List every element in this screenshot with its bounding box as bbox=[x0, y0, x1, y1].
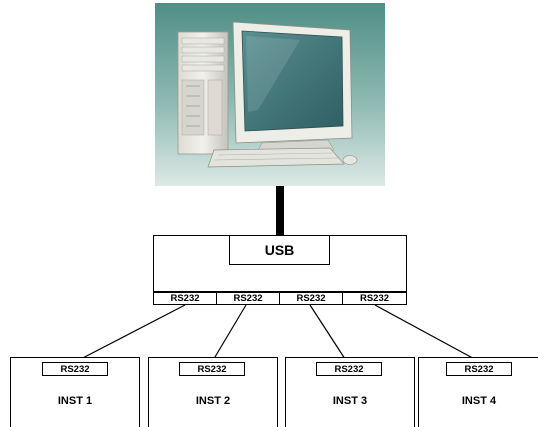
computer-photo bbox=[155, 3, 385, 186]
link-line-3 bbox=[309, 304, 348, 363]
hub-port-4: RS232 bbox=[342, 292, 407, 305]
instrument-name-1: INST 1 bbox=[57, 395, 93, 407]
hub-port-1: RS232 bbox=[153, 292, 217, 305]
instrument-port-1: RS232 bbox=[42, 362, 108, 376]
link-line-4 bbox=[374, 304, 481, 363]
link-line-1 bbox=[74, 304, 186, 363]
usb-label-box: USB bbox=[229, 235, 330, 265]
hub-port-2: RS232 bbox=[216, 292, 280, 305]
instrument-name-4: INST 4 bbox=[461, 395, 497, 407]
link-line-2 bbox=[211, 304, 247, 363]
instrument-name-3: INST 3 bbox=[332, 395, 368, 407]
hub-port-3: RS232 bbox=[279, 292, 343, 305]
instrument-port-3: RS232 bbox=[316, 362, 382, 376]
instrument-port-2: RS232 bbox=[179, 362, 245, 376]
instrument-port-4: RS232 bbox=[446, 362, 512, 376]
instrument-name-2: INST 2 bbox=[195, 395, 231, 407]
